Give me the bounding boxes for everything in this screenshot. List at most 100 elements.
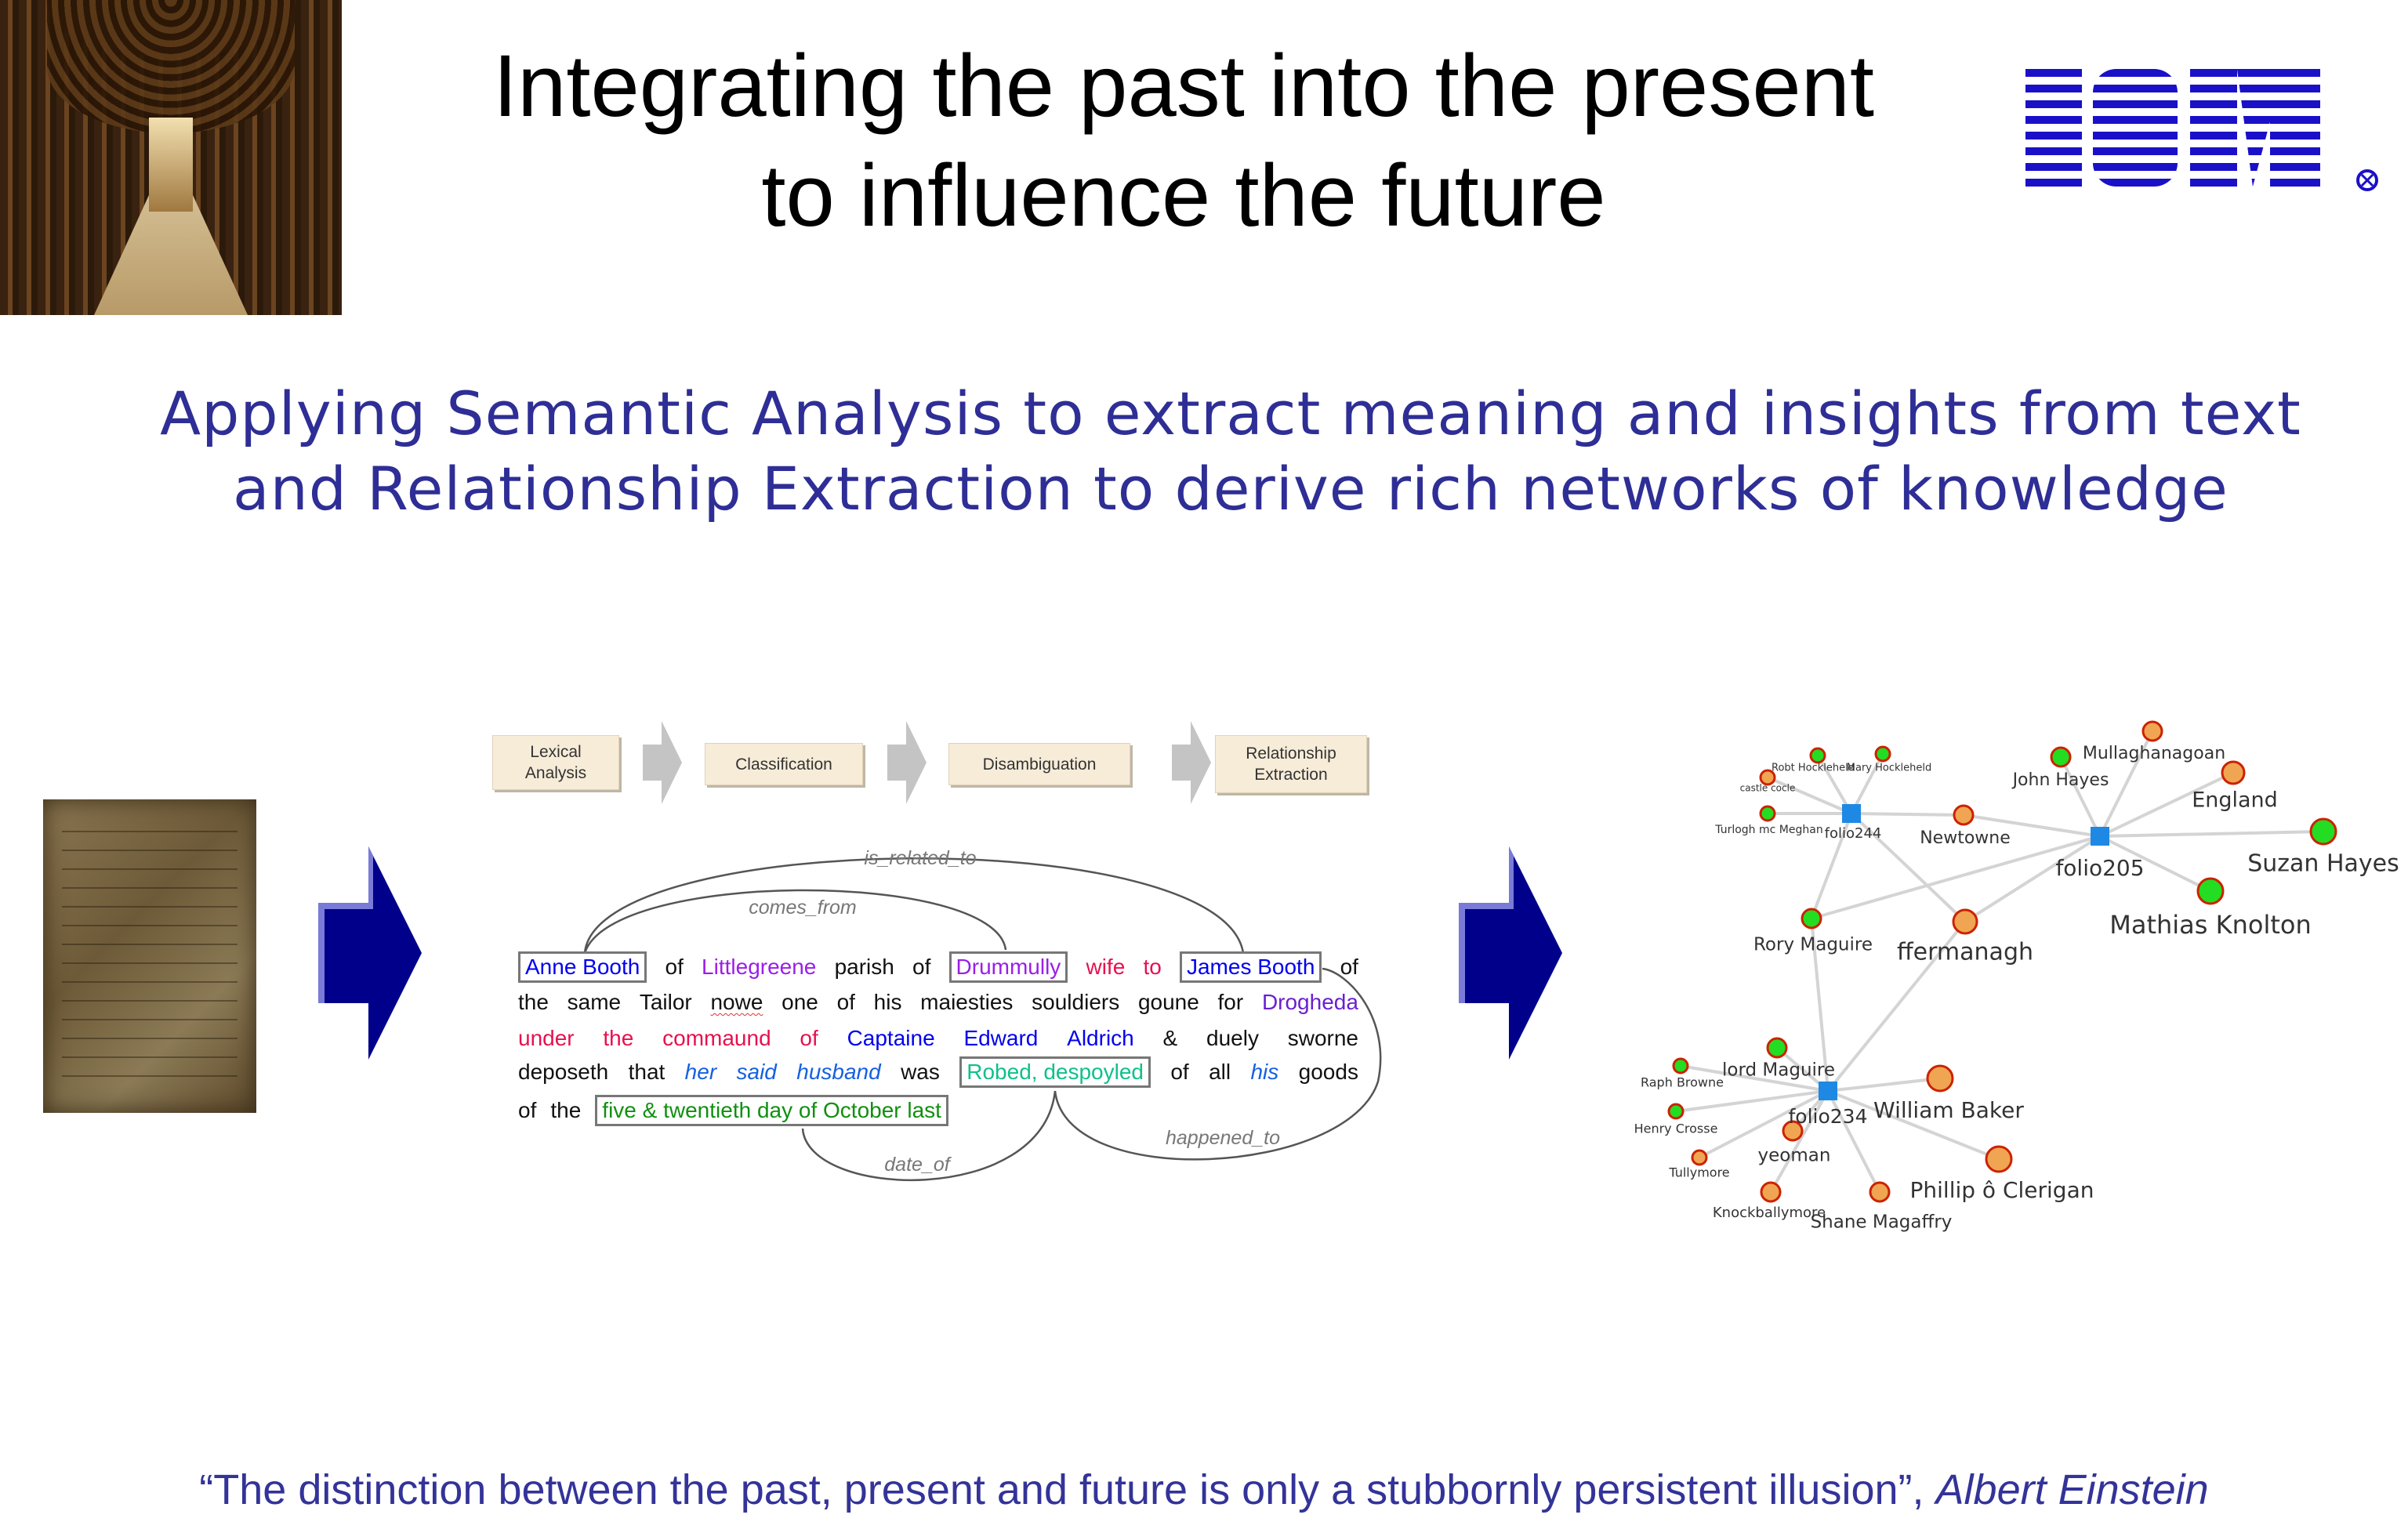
place-node-icon[interactable] [2141,720,2163,742]
stage-label: Disambiguation [982,755,1097,774]
network-edge [1850,812,1967,923]
folio-node-icon[interactable] [2091,827,2109,846]
place-node-icon[interactable] [2221,760,2246,785]
node-label: yeoman [1758,1146,1831,1166]
network-edge [2099,830,2324,838]
sentence-word: of [1340,955,1358,979]
person-node-icon[interactable] [1759,805,1776,822]
node-label: folio205 [2055,855,2144,881]
sentence-word: of [665,955,684,979]
network-edge [2059,756,2102,837]
node-label: England [2192,788,2278,813]
title-line-1: Integrating the past into the present [492,37,1875,135]
place-node-icon[interactable] [1953,804,1975,826]
sentence-word: his [1250,1060,1279,1084]
place-node-icon[interactable] [1759,769,1776,786]
network-edge [2099,835,2211,893]
person-node-icon[interactable] [2309,817,2337,846]
node-label: Mary Hockleheld [1847,763,1931,774]
sentence-word: deposeth [518,1060,609,1084]
network-edge [1675,1089,1829,1113]
sentence-word: goune [1137,990,1199,1014]
folio-node-icon[interactable] [1819,1082,1837,1100]
network-edge [2098,730,2154,837]
pipeline-arrow-icon [887,721,927,804]
network-edge [1699,1089,1829,1159]
sentence-word: sworne [1287,1026,1358,1050]
relation-label: happened_to [1166,1127,1280,1149]
node-label: Knockballymore [1713,1205,1826,1221]
network-edge [1769,1090,1830,1193]
sentence-word: maiesties [920,990,1014,1014]
place-node-icon[interactable] [1691,1149,1708,1166]
network-edge [1851,812,1964,817]
entity-box: James Booth [1179,951,1322,983]
person-node-icon[interactable] [1766,1037,1788,1059]
node-label: Henry Crosse [1634,1121,1718,1136]
network-edge [1850,753,1884,814]
place-node-icon[interactable] [1926,1064,1954,1092]
arc-happened-to [1054,967,1382,1161]
place-node-icon[interactable] [1985,1145,2013,1173]
node-label: lord Maguire [1722,1060,1835,1081]
network-edge [1767,776,1852,815]
person-node-icon[interactable] [2196,877,2225,905]
sentence-word: duely [1206,1026,1259,1050]
sentence-word: commaund [662,1026,771,1050]
stage-label: Relationship Extraction [1246,745,1336,784]
person-node-icon[interactable] [1672,1057,1689,1074]
sentence-word: Aldrich [1067,1026,1134,1050]
place-node-icon[interactable] [1952,908,1978,935]
sentence-word: one [782,990,818,1014]
stage-disambiguation: Disambiguation [948,743,1130,785]
node-label: Rory Maguire [1753,935,1873,955]
stage-label: Lexical Analysis [524,743,587,782]
network-edge [1826,1090,1881,1193]
entity-box: Robed, despoyled [959,1056,1151,1088]
sentence-word: for [1217,990,1244,1014]
registered-mark-icon [2356,169,2378,191]
network-edge [1827,1089,2000,1161]
network-edge [1826,920,1967,1092]
node-label: Suzan Hayes [2247,850,2399,878]
title-line-2: to influence the future [761,147,1606,245]
network-edge [1827,1077,1941,1092]
node-label: folio234 [1788,1105,1867,1128]
sentence-word: parish [834,955,894,979]
sentence-word: of [912,955,931,979]
place-node-icon[interactable] [1760,1181,1782,1203]
sentence-word: the [603,1026,634,1050]
sentence-word: Littlegreene [702,955,817,979]
network-edge [1811,835,2101,920]
network-edge [1816,754,1853,815]
place-node-icon[interactable] [1869,1181,1891,1203]
sentence-word: Drogheda [1261,990,1358,1014]
sentence-word: her [684,1060,717,1084]
network-edge [1810,918,1830,1092]
sentence-word: of [1170,1060,1189,1084]
person-node-icon[interactable] [1874,745,1891,763]
person-node-icon[interactable] [1809,747,1826,764]
sentence-word: & [1162,1026,1178,1050]
node-label: Raph Browne [1641,1075,1724,1090]
subtitle-line-2: and Relationship Extraction to derive ri… [233,454,2228,524]
arc-date-of [801,1090,1057,1182]
person-node-icon[interactable] [1801,908,1822,929]
folio-node-icon[interactable] [1842,804,1861,823]
node-label: Turlogh mc Meghan [1714,824,1822,836]
sentence-word: same [567,990,622,1014]
place-node-icon[interactable] [1782,1120,1804,1142]
sentence-word: said [736,1060,777,1084]
sentence-word: nowe [710,990,763,1014]
person-node-icon[interactable] [1667,1103,1685,1120]
node-label: folio244 [1825,825,1882,842]
relation-label: comes_from [749,897,857,919]
person-node-icon[interactable] [2050,746,2072,768]
stage-classification: Classification [705,743,863,785]
node-label: Robt Hockleheld [1772,763,1855,774]
